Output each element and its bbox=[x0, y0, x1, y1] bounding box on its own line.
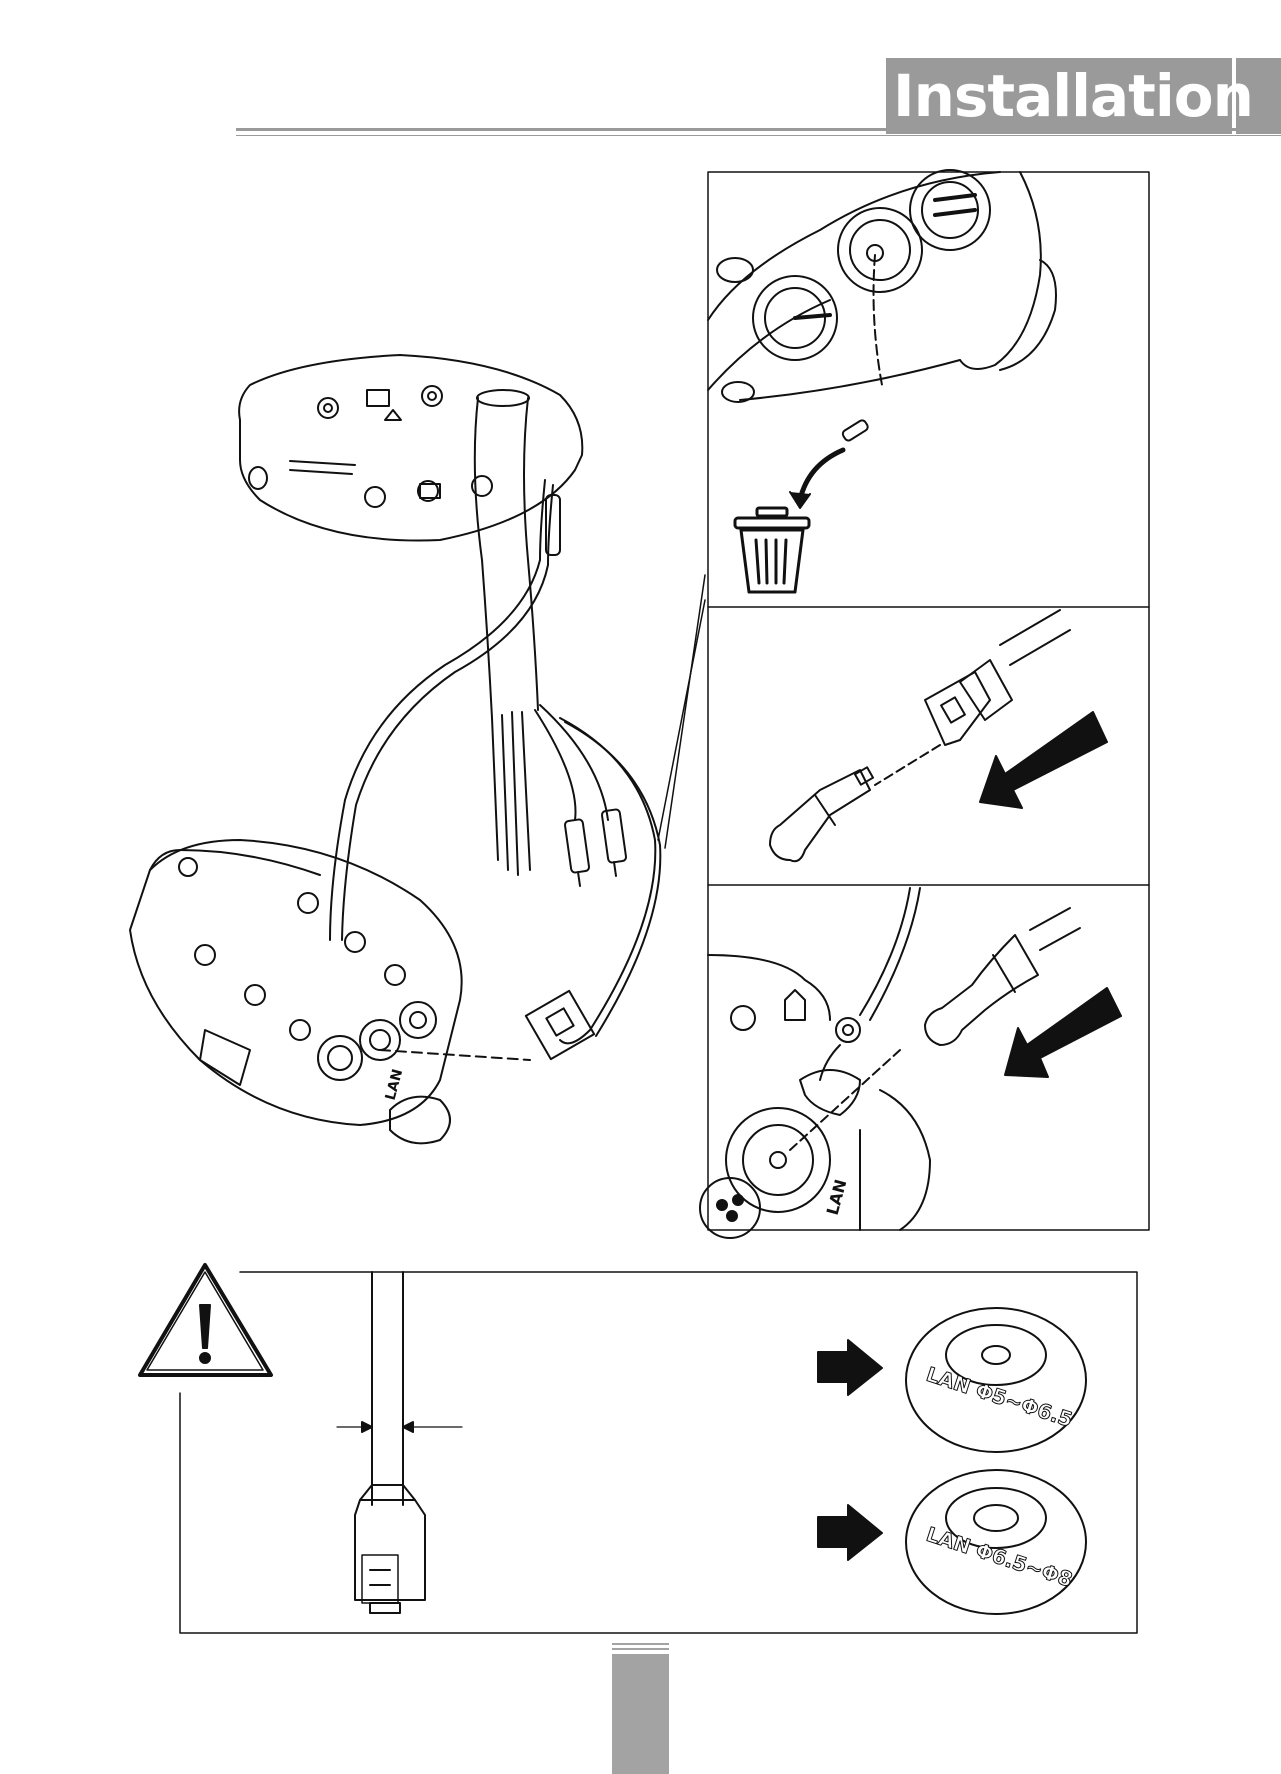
footer-rule-thin bbox=[612, 1648, 669, 1650]
grommet-small-label: LAN Φ5~Φ6.5 bbox=[923, 1362, 1075, 1432]
panel-insert-cable bbox=[700, 888, 1121, 1238]
panel-connect-rj45 bbox=[770, 610, 1107, 861]
mounting-plate bbox=[239, 355, 582, 541]
lan-cable-diameter-diagram bbox=[337, 1272, 462, 1613]
lan-label-main: LAN bbox=[383, 1067, 407, 1102]
footer-rule bbox=[612, 1643, 669, 1645]
footer-page-tab bbox=[612, 1654, 669, 1774]
grommet-large-label: LAN Φ6.5~Φ8 bbox=[923, 1522, 1075, 1592]
panel-remove-plug bbox=[708, 170, 1056, 508]
camera-base bbox=[130, 840, 530, 1143]
rj45-connector-main bbox=[526, 991, 594, 1059]
warning-triangle-icon bbox=[140, 1265, 271, 1375]
lan-label-detail: LAN bbox=[823, 1177, 851, 1217]
trash-bin-icon bbox=[735, 508, 809, 592]
